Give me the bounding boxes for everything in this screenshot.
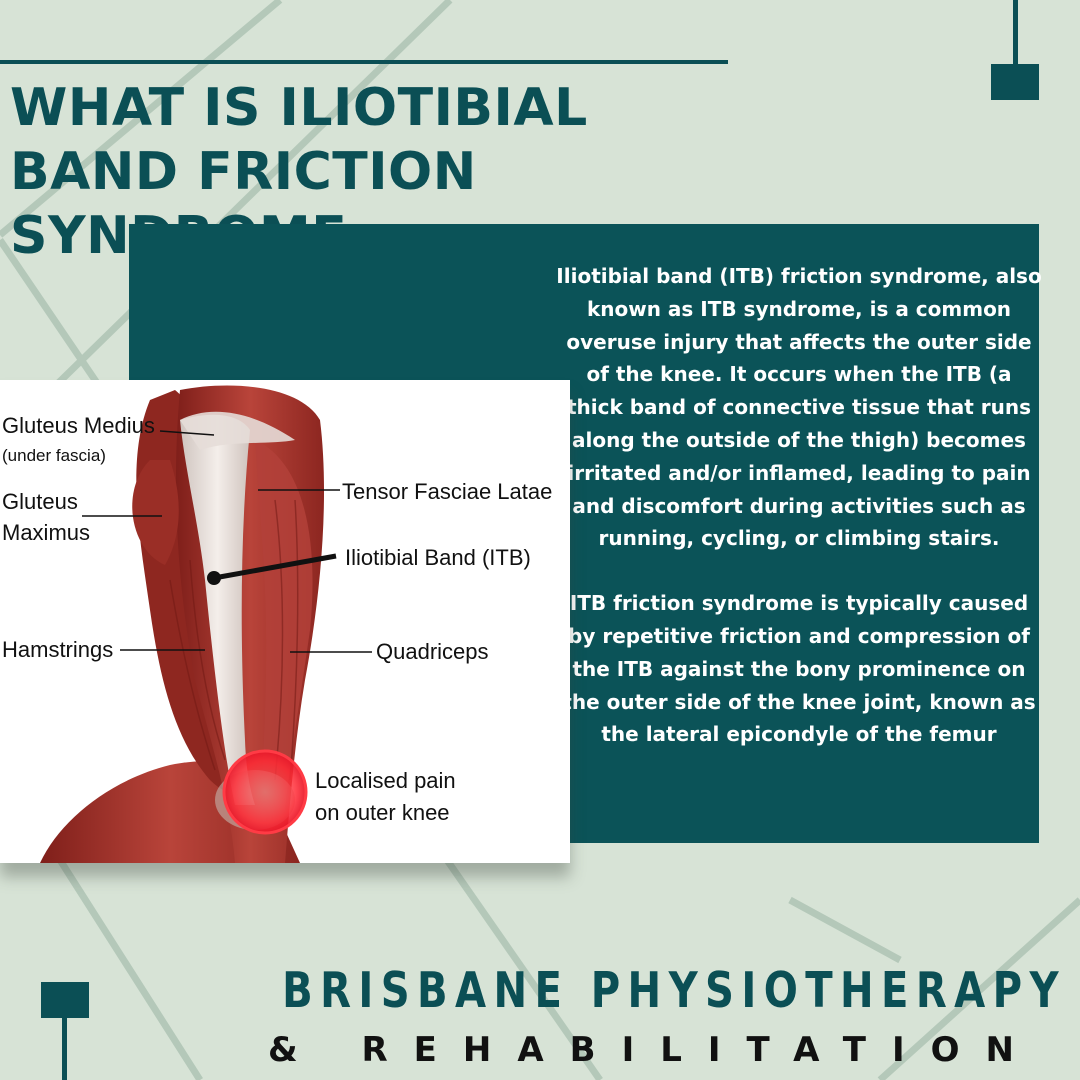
description-paragraph-2: ITB friction syndrome is typically cause… <box>562 591 1036 747</box>
itb-pointer <box>213 553 337 581</box>
label-gluteus-maximus-line1: Gluteus <box>2 489 78 514</box>
label-quadriceps: Quadriceps <box>376 639 489 664</box>
leader-lines <box>82 430 372 653</box>
label-pain-line1: Localised pain <box>315 768 456 793</box>
corner-tick-top <box>1013 0 1018 64</box>
label-iliotibial-band: Iliotibial Band (ITB) <box>345 545 531 570</box>
corner-square-top-right <box>991 64 1039 100</box>
label-hamstrings: Hamstrings <box>2 637 114 662</box>
description-text: Iliotibial band (ITB) friction syndrome,… <box>556 260 1042 751</box>
corner-square-bottom-left <box>41 982 89 1018</box>
label-pain-line2: on outer knee <box>315 800 450 825</box>
label-gluteus-medius: Gluteus Medius <box>2 413 155 438</box>
label-gluteus-medius-note: (under fascia) <box>2 446 106 465</box>
brand-subtitle: & REHABILITATION <box>268 1030 1040 1070</box>
top-rule <box>0 60 728 64</box>
leg-illustration <box>40 385 372 863</box>
label-tensor-fasciae-latae: Tensor Fasciae Latae <box>342 479 553 504</box>
pain-highlight <box>222 749 308 835</box>
corner-tick-bottom <box>62 1016 67 1080</box>
brand-name: BRISBANE PHYSIOTHERAPY <box>282 962 1066 1019</box>
itb-pointer-dot <box>207 571 221 585</box>
anatomy-diagram: Gluteus Medius (under fascia) Gluteus Ma… <box>0 380 570 863</box>
description-paragraph-1: Iliotibial band (ITB) friction syndrome,… <box>556 264 1042 551</box>
label-gluteus-maximus-line2: Maximus <box>2 520 91 545</box>
